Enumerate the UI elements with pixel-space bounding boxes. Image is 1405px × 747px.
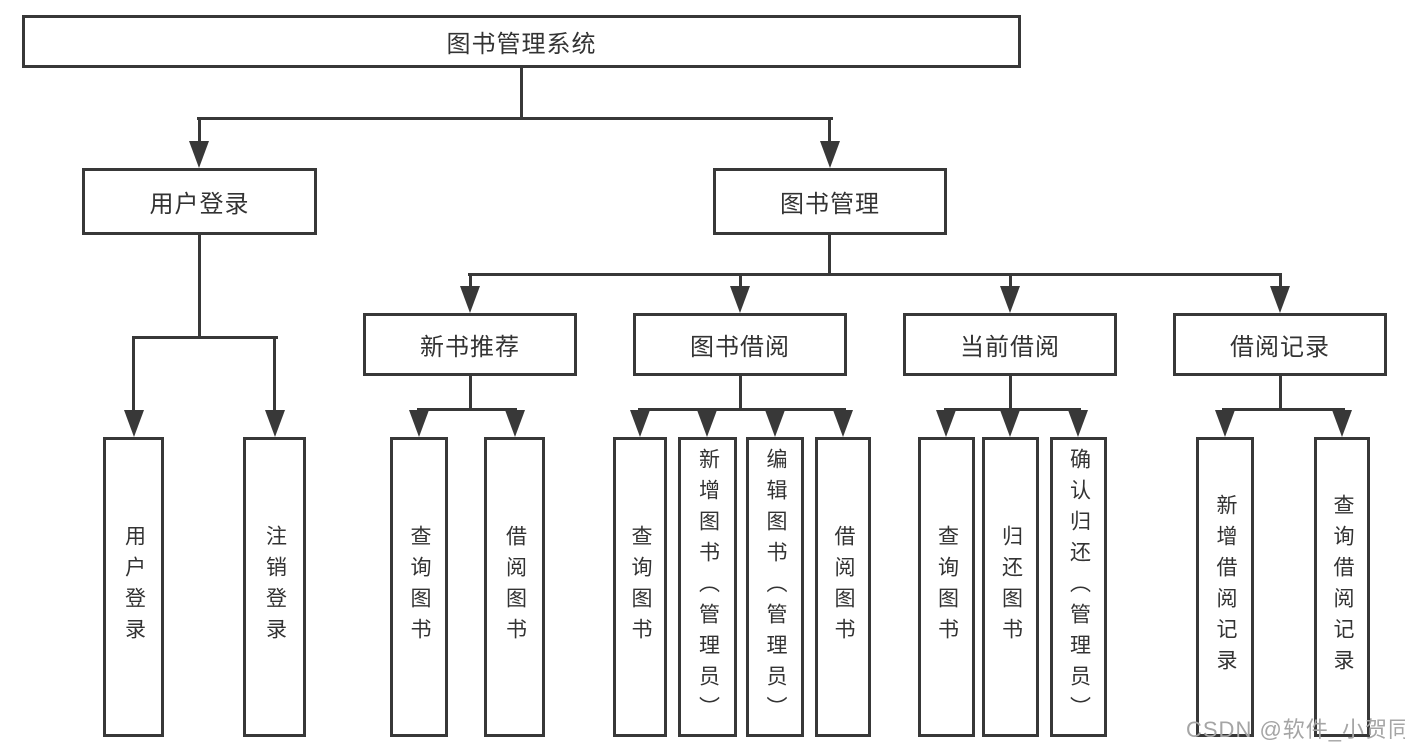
connector-records-stub <box>1279 376 1282 411</box>
leaf-borrowing-edit-books-admin: 编辑图书（管理员） <box>746 437 804 737</box>
connector-to-user-login <box>198 117 201 144</box>
connector-recommend-split <box>417 408 517 411</box>
connector-to-current-borrow <box>1009 273 1012 289</box>
connector-book-mgmt-stub <box>828 235 831 276</box>
arrowhead-borrowing-edit <box>765 410 785 437</box>
arrowhead-user-login <box>189 141 209 168</box>
connector-borrowing-split <box>638 408 846 411</box>
connector-to-new-books <box>469 273 472 289</box>
watermark: CSDN @软件_小贺同学 <box>1186 717 1405 742</box>
arrowhead-book-management <box>820 141 840 168</box>
arrowhead-recommend-borrow <box>505 410 525 437</box>
arrowhead-book-borrow <box>730 286 750 313</box>
leaf-recommend-borrow-books: 借阅图书 <box>484 437 545 737</box>
connector-current-stub <box>1009 376 1012 411</box>
connector-user-login-stub <box>198 235 201 339</box>
arrowhead-leaf-login <box>124 410 144 437</box>
leaf-recommend-query-books: 查询图书 <box>390 437 448 737</box>
connector-records-split <box>1222 408 1345 411</box>
leaf-borrowing-borrow-books: 借阅图书 <box>815 437 871 737</box>
arrowhead-borrowing-query <box>630 410 650 437</box>
arrowhead-borrowing-borrow <box>833 410 853 437</box>
leaf-current-query-books: 查询图书 <box>918 437 975 737</box>
connector-user-login-split <box>132 336 278 339</box>
leaf-current-return-books: 归还图书 <box>982 437 1039 737</box>
arrowhead-current-query <box>936 410 956 437</box>
arrowhead-records-add <box>1215 410 1235 437</box>
connector-root-split <box>197 117 833 120</box>
connector-to-leaf-logout <box>273 336 276 412</box>
node-book-management-branch: 图书管理 <box>713 168 947 235</box>
node-borrowing-records: 借阅记录 <box>1173 313 1387 376</box>
arrowhead-new-books <box>460 286 480 313</box>
leaf-borrowing-add-books-admin: 新增图书（管理员） <box>678 437 737 737</box>
node-book-borrowing: 图书借阅 <box>633 313 847 376</box>
arrowhead-records-query <box>1332 410 1352 437</box>
connector-to-borrow-records <box>1279 273 1282 289</box>
connector-to-book-borrow <box>739 273 742 289</box>
leaf-borrowing-query-books: 查询图书 <box>613 437 667 737</box>
leaf-records-query-record: 查询借阅记录 <box>1314 437 1370 737</box>
arrowhead-leaf-logout <box>265 410 285 437</box>
node-current-borrowing: 当前借阅 <box>903 313 1117 376</box>
arrowhead-current-borrow <box>1000 286 1020 313</box>
node-new-book-recommend: 新书推荐 <box>363 313 577 376</box>
connector-book-mgmt-split <box>468 273 1282 276</box>
arrowhead-current-return <box>1000 410 1020 437</box>
connector-to-book-management <box>828 117 831 144</box>
connector-root-stub <box>520 68 523 120</box>
leaf-logout: 注销登录 <box>243 437 306 737</box>
leaf-user-login: 用户登录 <box>103 437 164 737</box>
arrowhead-recommend-query <box>409 410 429 437</box>
node-library-management-system: 图书管理系统 <box>22 15 1021 68</box>
arrowhead-current-confirm <box>1068 410 1088 437</box>
connector-borrowing-stub <box>739 376 742 411</box>
leaf-current-confirm-return-admin: 确认归还（管理员） <box>1050 437 1107 737</box>
arrowhead-borrowing-add <box>697 410 717 437</box>
connector-recommend-stub <box>469 376 472 411</box>
connector-current-split <box>944 408 1081 411</box>
node-user-login-branch: 用户登录 <box>82 168 317 235</box>
connector-to-leaf-login <box>132 336 135 412</box>
leaf-records-add-record: 新增借阅记录 <box>1196 437 1254 737</box>
arrowhead-borrow-records <box>1270 286 1290 313</box>
